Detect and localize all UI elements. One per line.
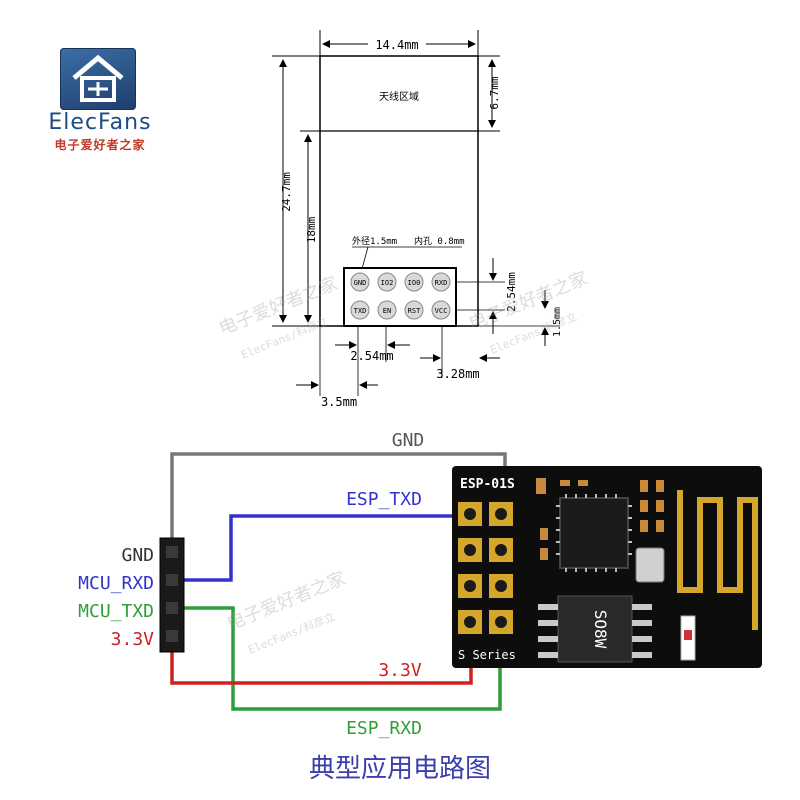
dim-pin-area-height: 18mm <box>305 216 318 243</box>
logo-brand-text: ElecFans <box>48 110 152 135</box>
board-pin-hole <box>495 508 507 520</box>
antenna-trace-icon <box>677 490 758 630</box>
mcu-header-connector <box>159 537 185 653</box>
pin-bottom-pad-en <box>377 300 397 320</box>
header-label-mcu-rxd: MCU_RXD <box>78 573 154 594</box>
pin-top-pad-io0 <box>404 272 424 292</box>
antenna-area-label: 天线区域 <box>379 90 419 103</box>
pin-top-pad-io2 <box>377 272 397 292</box>
module-name: ESP-01S <box>460 477 515 492</box>
pin-top-label-gnd: GND <box>354 279 367 287</box>
pin-bottom-label-en: EN <box>383 307 391 315</box>
pin-bottom-label-vcc: VCC <box>435 307 448 315</box>
board-pin-hole <box>495 544 507 556</box>
wire-3v3-label: 3.3V <box>378 660 422 681</box>
dim-right-offset: 3.28mm <box>436 367 479 381</box>
pin-top-label-rxd: RXD <box>435 279 448 287</box>
pin-bottom-pad-txd <box>350 300 370 320</box>
board-pin-hole <box>464 544 476 556</box>
board-pin-hole <box>495 580 507 592</box>
header-label-mcu-txd: MCU_TXD <box>78 601 154 622</box>
board-pin-hole <box>464 580 476 592</box>
pin-top-label-io2: IO2 <box>381 279 394 287</box>
pin-bottom-label-txd: TXD <box>354 307 367 315</box>
wire-esp-rxd-label: ESP_RXD <box>346 718 422 739</box>
pin-bottom-label-rst: RST <box>408 307 421 315</box>
header-label-3v3: 3.3V <box>111 629 155 650</box>
elecfans-logo-icon <box>60 48 136 110</box>
board-pin-hole <box>495 616 507 628</box>
pin-bottom-pad-vcc <box>431 300 451 320</box>
flash-chip-label: SO8W <box>591 610 610 649</box>
wire-gnd-label: GND <box>392 430 425 451</box>
flash-chip-icon <box>557 595 633 663</box>
pad-note-outer: 外径1.5mm <box>352 235 397 247</box>
dim-left-offset: 3.5mm <box>321 395 357 409</box>
pin-bottom-pad-rst <box>404 300 424 320</box>
esp01s-board <box>452 466 762 668</box>
pin-top-label-io0: IO0 <box>408 279 421 287</box>
wire-3v3 <box>170 626 473 685</box>
crystal-icon <box>635 547 665 583</box>
dim-pitch-vertical: 2.54mm <box>505 272 518 312</box>
pin-top-pad-gnd <box>350 272 370 292</box>
esp-chip-icon <box>559 497 629 569</box>
dim-antenna-height: 6.7mm <box>488 76 501 109</box>
dim-total-height: 24.7mm <box>280 172 293 212</box>
diagram-caption: 典型应用电路图 <box>308 754 491 784</box>
wire-esp-txd <box>176 514 470 582</box>
board-pin-hole <box>464 616 476 628</box>
wire-esp-rxd <box>176 606 502 711</box>
header-label-gnd: GND <box>121 545 154 566</box>
wire-esp-txd-label: ESP_TXD <box>346 489 422 510</box>
logo-subtitle: 电子爱好者之家 <box>54 138 146 152</box>
dim-edge-offset: 1.5mm <box>552 307 563 337</box>
pin-top-pad-rxd <box>431 272 451 292</box>
pad-note-inner: 内孔 0.8mm <box>414 235 465 247</box>
series-label: S Series <box>458 648 516 662</box>
dim-pitch-horizontal: 2.54mm <box>350 349 393 363</box>
board-pin-hole <box>464 508 476 520</box>
dim-width: 14.4mm <box>375 38 418 52</box>
